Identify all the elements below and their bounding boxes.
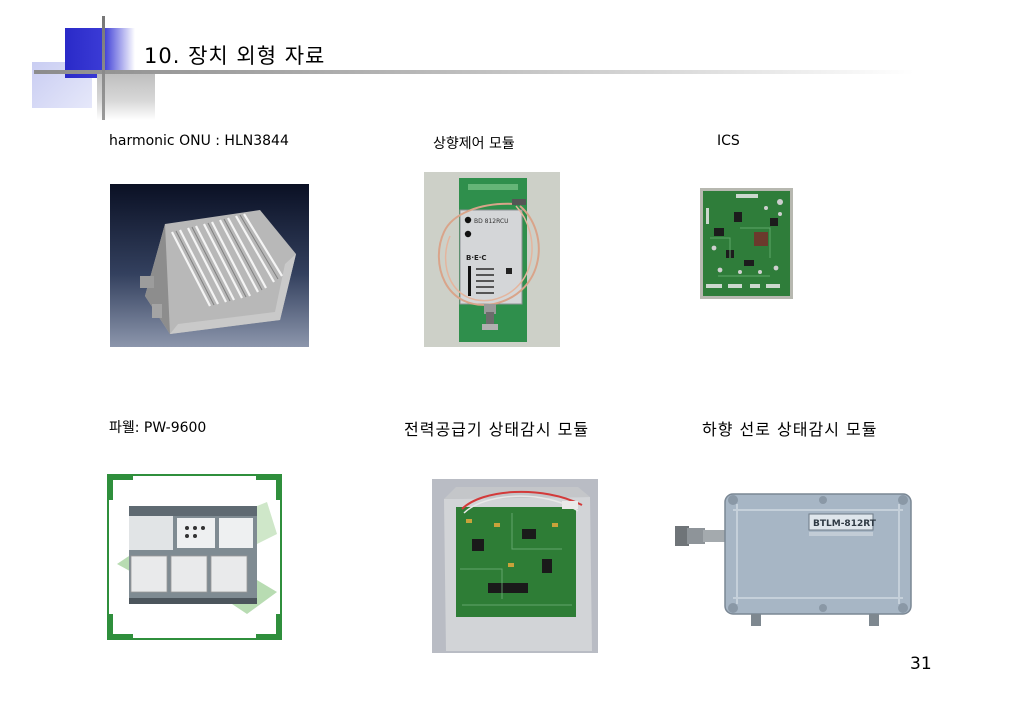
header-rule: [34, 70, 914, 74]
harmonic-onu-image: [110, 184, 309, 347]
downstream-monitor-module-image: BTLM-812RT: [673, 488, 917, 628]
label-power-monitor-module: 전력공급기 상태감시 모듈: [404, 420, 590, 439]
downstream-module-model-text: BTLM-812RT: [813, 519, 877, 529]
label-upstream-control-module: 상향제어 모듈: [433, 136, 515, 152]
upstream-module-part-text: BD 812RCU: [474, 218, 509, 225]
power-supply-image: [107, 474, 282, 640]
power-monitor-module-image: [432, 479, 598, 653]
header-decoration-gray: [97, 72, 155, 120]
upstream-module-brand-text: B·E·C: [466, 254, 487, 262]
header-decoration-blue: [65, 28, 135, 78]
label-ics: ICS: [717, 133, 740, 149]
label-downstream-monitor-module: 하향 선로 상태감시 모듈: [702, 420, 878, 439]
label-power-supply: 파웰: PW-9600: [109, 420, 207, 436]
label-harmonic-onu: harmonic ONU : HLN3844: [109, 133, 289, 149]
upstream-control-module-image: BD 812RCU B·E·C: [424, 172, 560, 347]
ics-board-image: [700, 188, 793, 299]
header-vertical-rule: [102, 16, 105, 120]
page-number: 31: [910, 654, 932, 674]
slide-title: 10. 장치 외형 자료: [144, 44, 326, 68]
